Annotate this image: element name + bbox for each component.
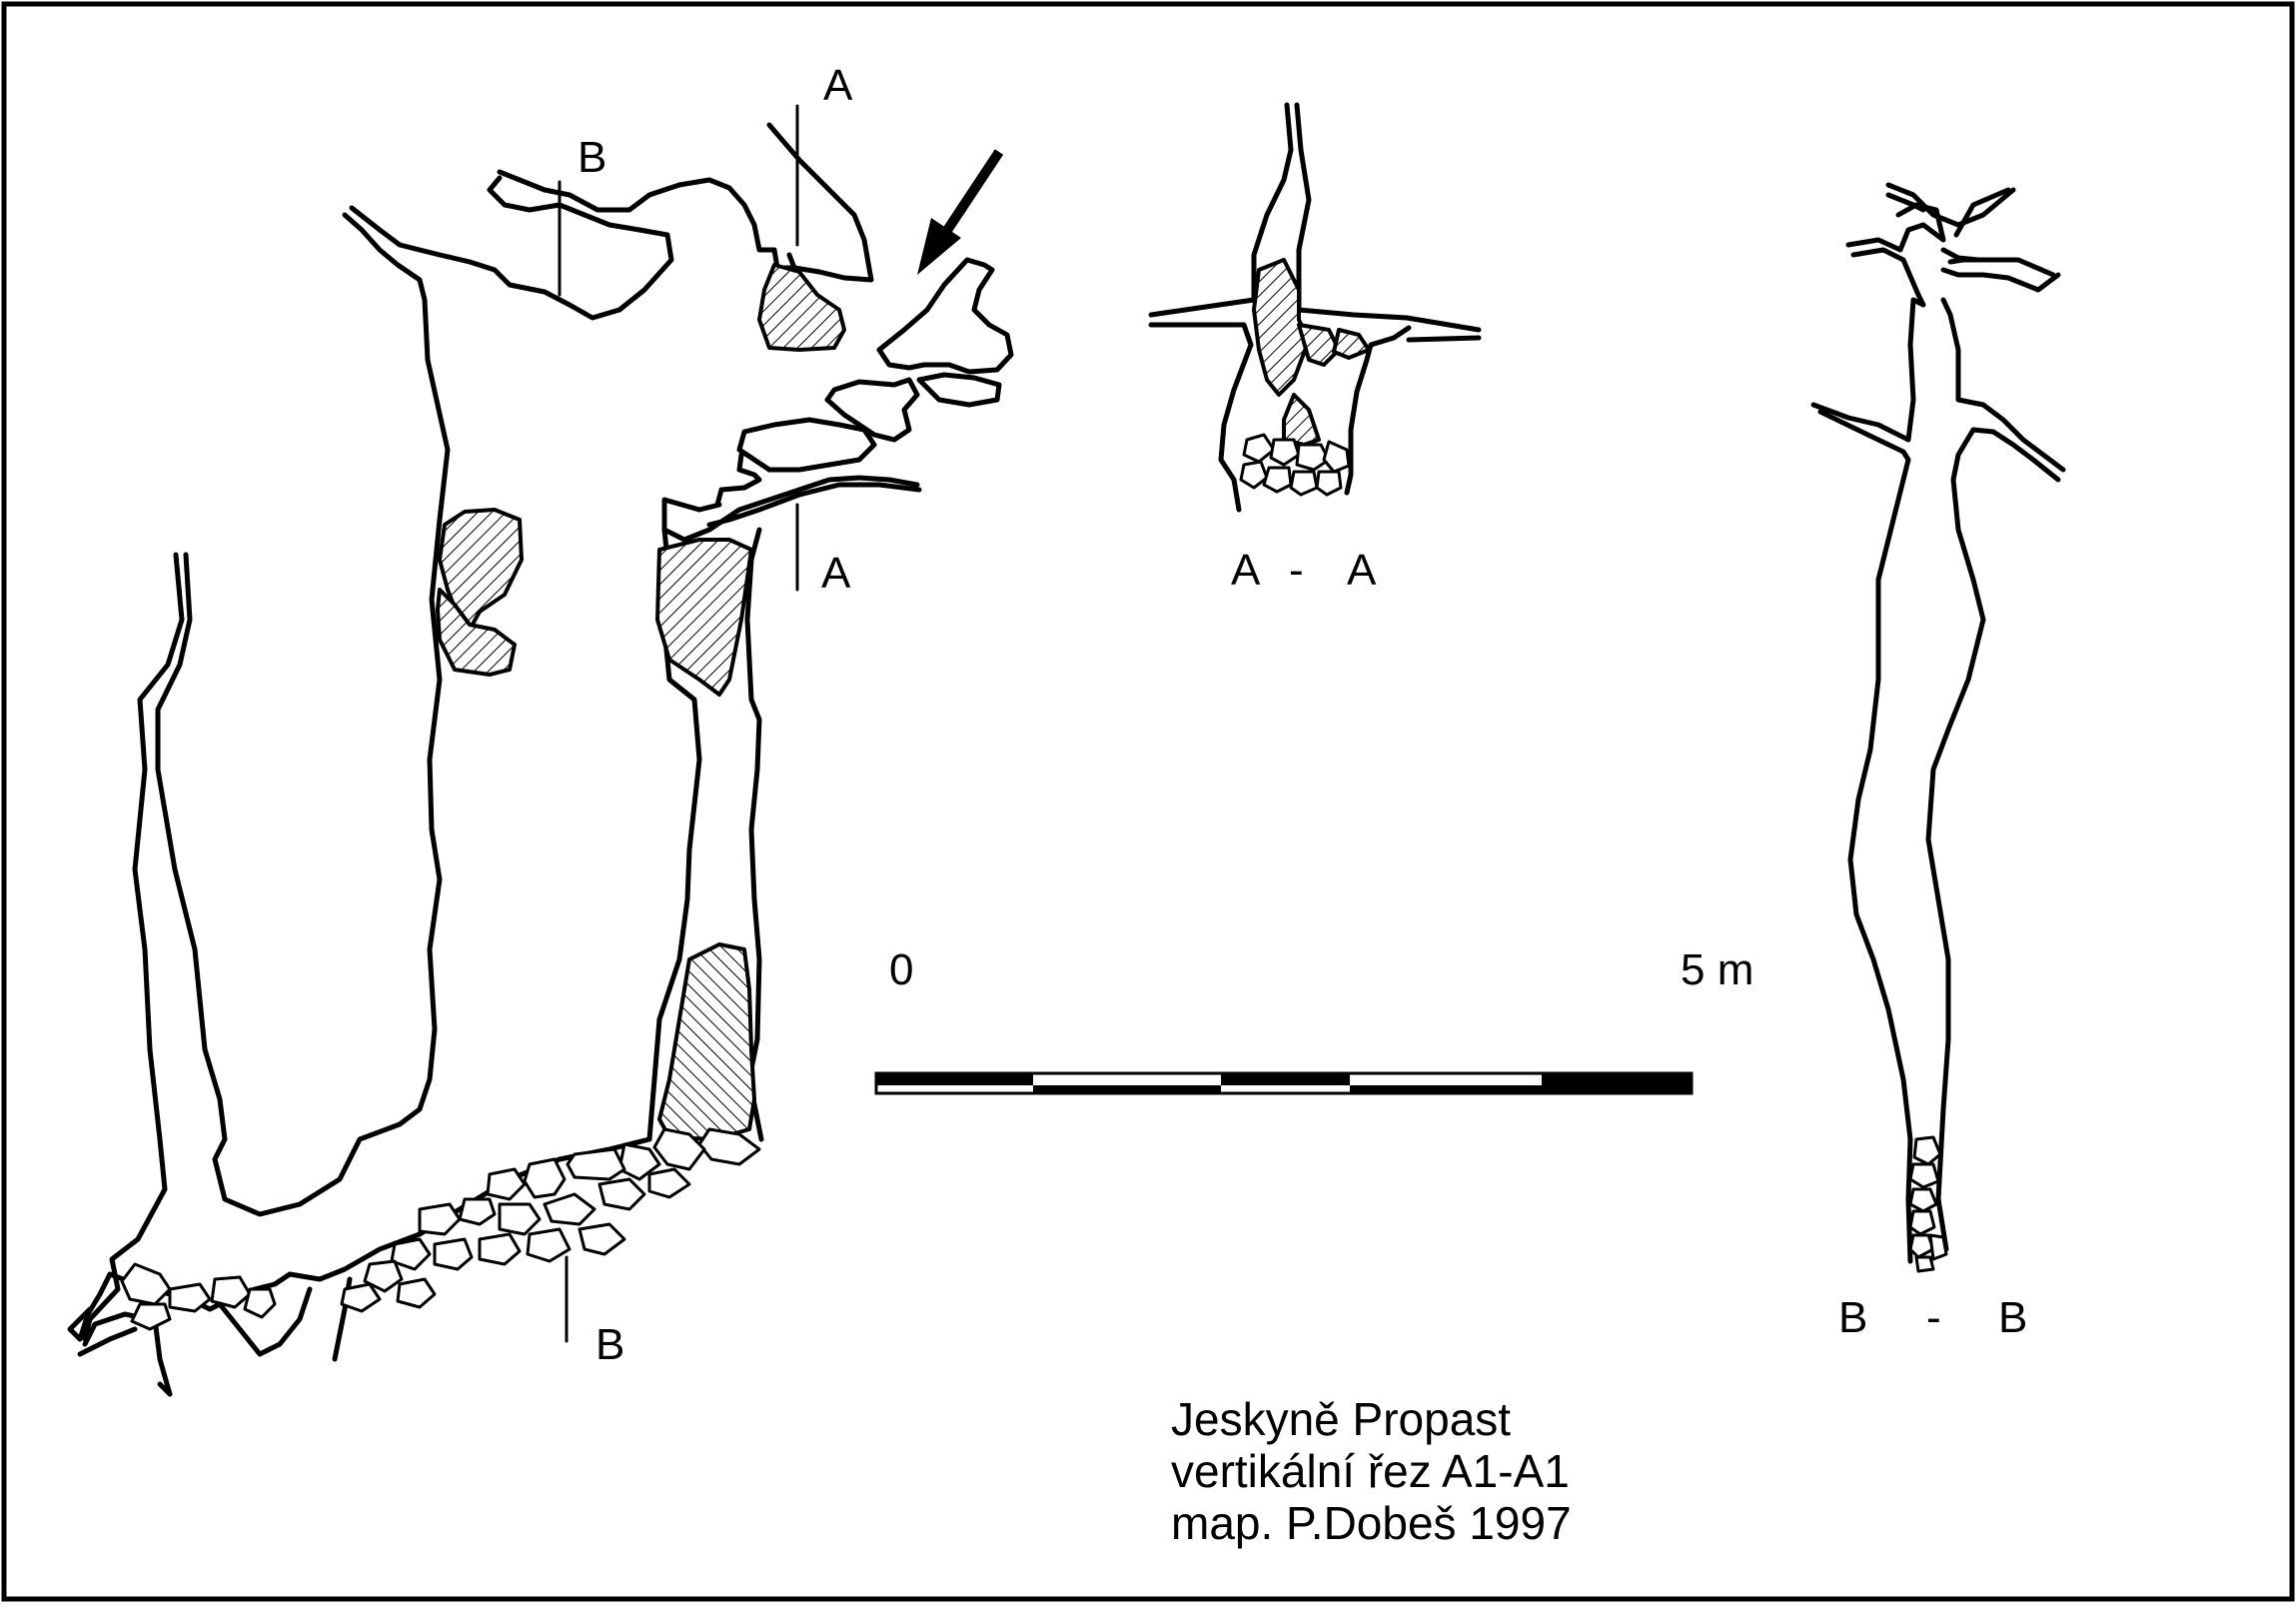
entrance-block	[876, 257, 1014, 375]
scale-label-start: 0	[889, 945, 913, 994]
aa-title-left: A	[1231, 546, 1261, 595]
legend-section-name: vertikální řez A1-A1	[1171, 1445, 1570, 1497]
legend-author: map. P.Dobeš 1997	[1171, 1497, 1572, 1549]
map-legend: Jeskyně Propast vertikální řez A1-A1 map…	[1171, 1393, 1572, 1549]
label-b-bottom: B	[595, 1320, 624, 1369]
bb-title-right: B	[1998, 1293, 2027, 1342]
scale-bar-segment	[876, 1073, 1033, 1085]
scale-label-end: 5 m	[1681, 945, 1753, 994]
sediment-fill	[757, 263, 846, 352]
scale-bar-segment	[1221, 1073, 1350, 1085]
legend-cave-name: Jeskyně Propast	[1171, 1393, 1511, 1445]
cave-wall-left-shaft	[82, 552, 185, 1342]
label-a-bottom: A	[821, 549, 851, 598]
scale-bar-segment	[1542, 1073, 1692, 1093]
main-vertical-section: A A B B	[67, 61, 1014, 1397]
aa-title-right: A	[1347, 546, 1377, 595]
bb-title-left: B	[1838, 1293, 1867, 1342]
scale-bar: 0 5 m	[874, 945, 1753, 1095]
bb-title-dash: -	[1926, 1293, 1941, 1342]
breakdown-rocks	[120, 1127, 761, 1331]
label-a-top: A	[823, 61, 853, 110]
aa-title-dash: -	[1289, 546, 1304, 595]
entrance-arrow-icon	[917, 149, 1004, 275]
breakdown-rocks-bb	[1908, 1135, 1948, 1273]
cross-section-aa: A - A	[1148, 102, 1482, 595]
cross-section-bb: B - B	[1810, 182, 2066, 1342]
breakdown-rocks-aa	[1239, 433, 1351, 497]
label-b-top: B	[577, 133, 606, 182]
